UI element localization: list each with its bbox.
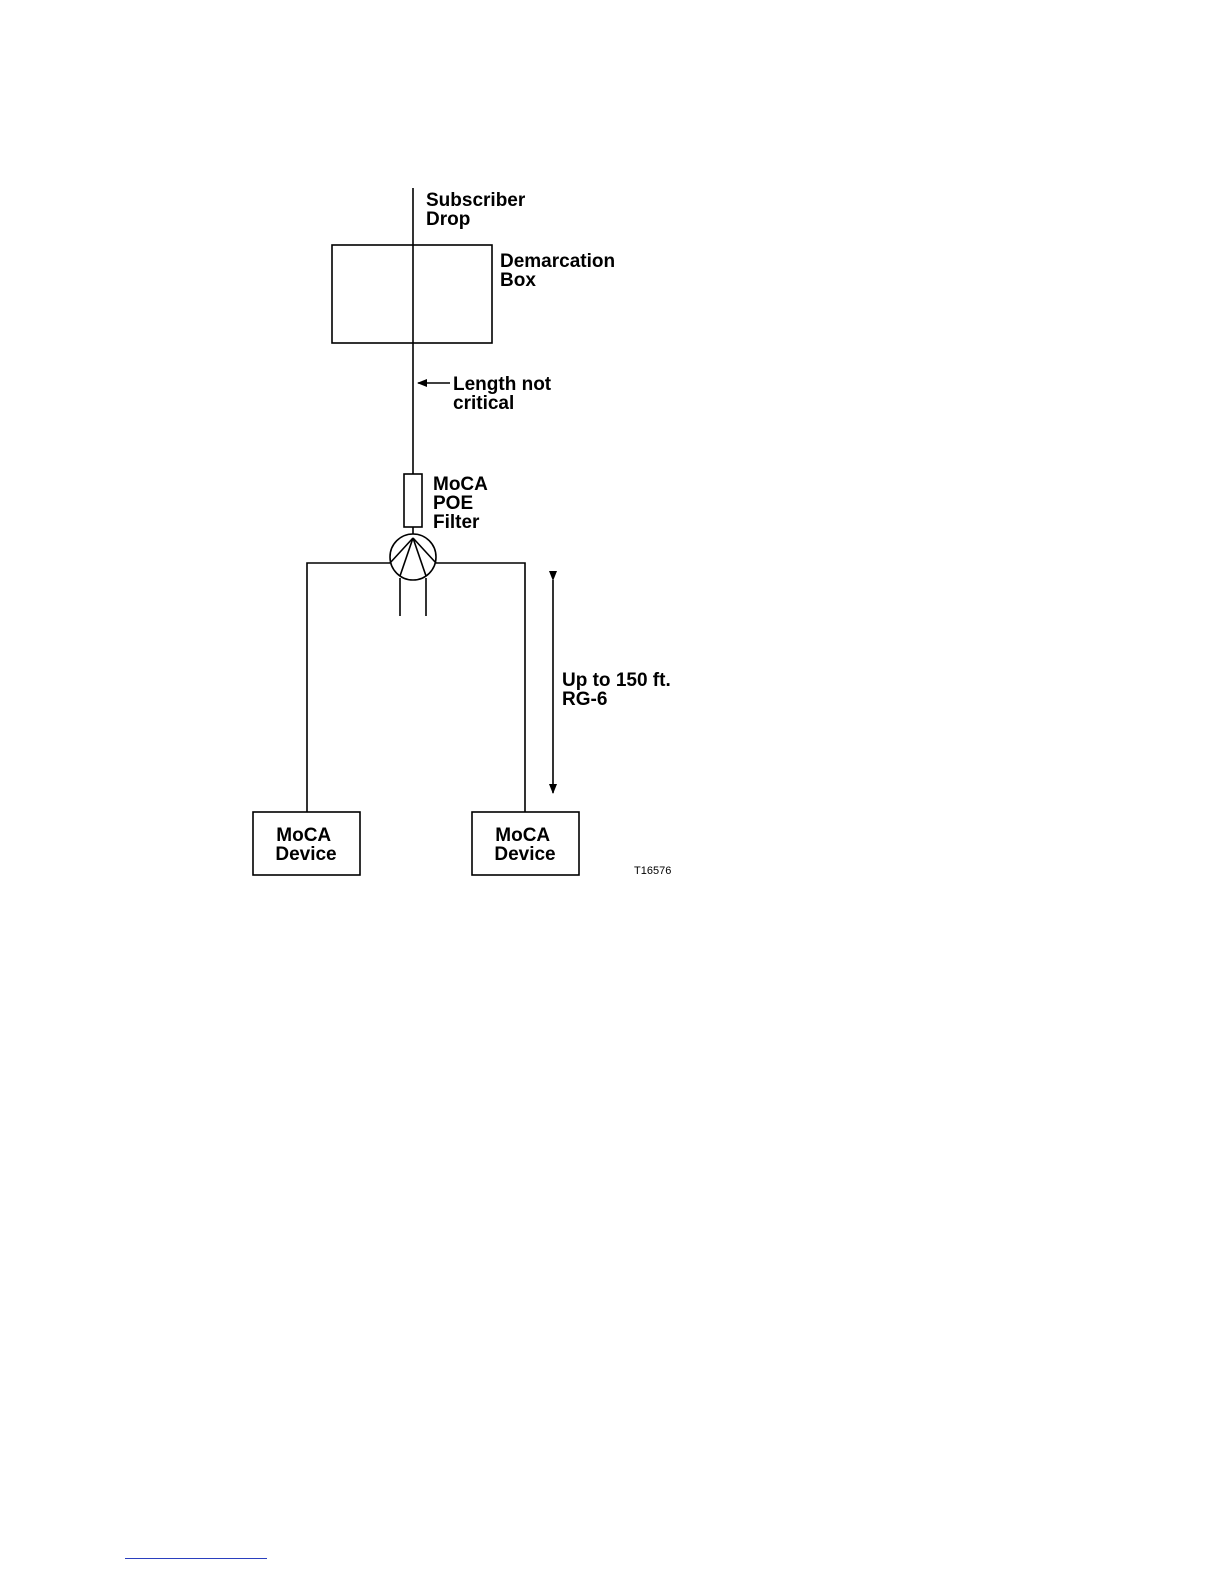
footnote-rule bbox=[125, 1558, 267, 1559]
left-branch-cable bbox=[307, 563, 390, 812]
length-note-label: Length not critical bbox=[453, 374, 556, 414]
figure-id: T16576 bbox=[634, 865, 671, 877]
device-left-label: MoCA Device bbox=[275, 825, 336, 865]
demarcation-box bbox=[332, 245, 492, 343]
device-right-label: MoCA Device bbox=[494, 825, 555, 865]
splitter-icon bbox=[390, 534, 436, 580]
run-length-label: Up to 150 ft. RG-6 bbox=[562, 670, 676, 710]
right-branch-cable bbox=[436, 563, 525, 812]
moca-poe-filter bbox=[404, 474, 422, 527]
demarcation-box-label: Demarcation Box bbox=[500, 251, 620, 291]
subscriber-drop-label: Subscriber Drop bbox=[426, 190, 531, 230]
filter-label: MoCA POE Filter bbox=[433, 474, 492, 533]
